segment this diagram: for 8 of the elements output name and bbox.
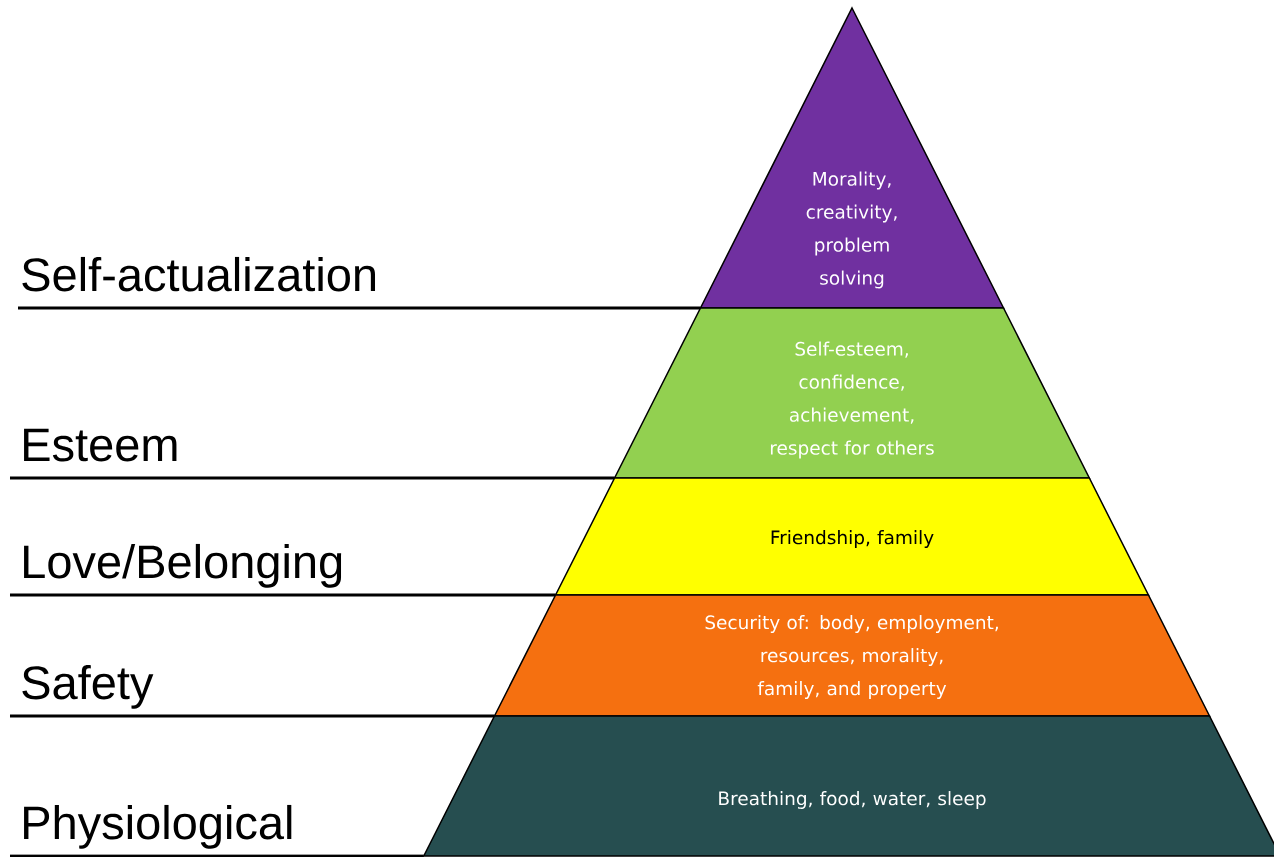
level-label: Love/Belonging	[24, 543, 342, 588]
level-label: Esteem	[24, 428, 177, 462]
level-label: Physiological	[24, 804, 292, 849]
pyramid-layer: Friendship, family	[554, 477, 1150, 596]
level-label: Self-actualization	[22, 256, 375, 292]
pyramid-layer: Self-esteem, confidence, achievement, respect for others	[613, 307, 1091, 479]
pyramid-layer: Security of: body, employment, resources, morality, family, and property	[493, 594, 1211, 717]
level-label: Safety	[22, 665, 154, 709]
